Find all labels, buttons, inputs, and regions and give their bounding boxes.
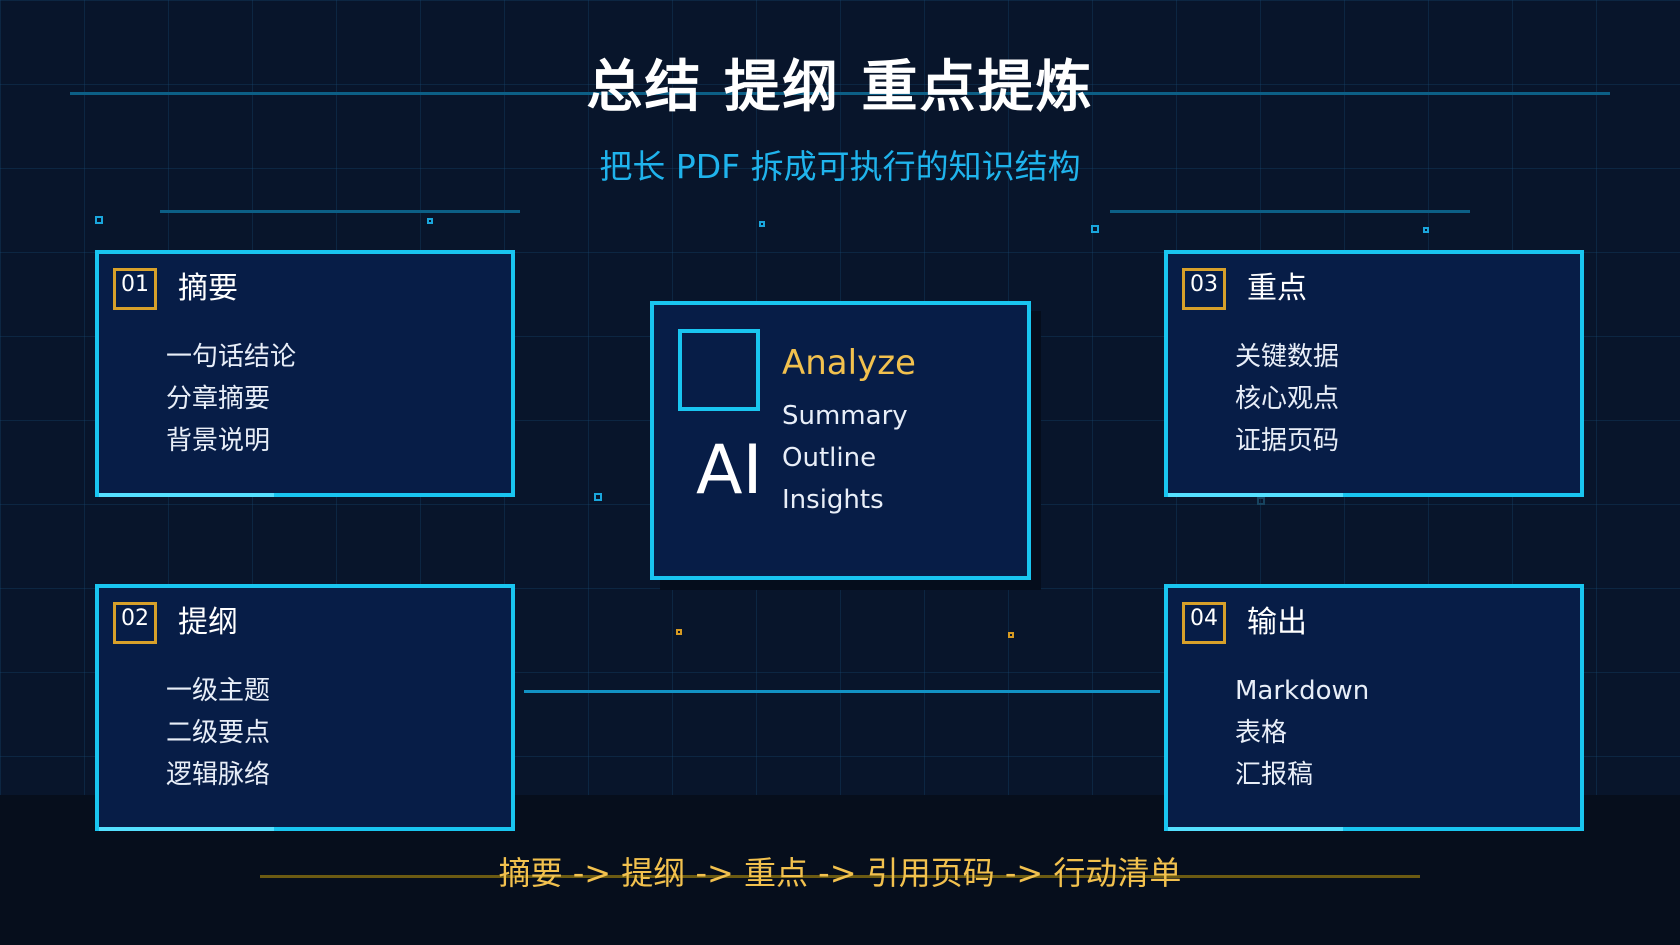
ai-analyze-card: AI Analyze Summary Outline Insights (650, 301, 1031, 580)
decor-dot (427, 218, 433, 224)
card-item-list: 一句话结论 分章摘要 背景说明 (166, 336, 296, 462)
decor-dot (676, 629, 682, 635)
card-key-points: 03 重点 关键数据 核心观点 证据页码 (1164, 250, 1584, 497)
workflow-caption: 摘要 -> 提纲 -> 重点 -> 引用页码 -> 行动清单 (498, 854, 1182, 892)
card-item-list: 关键数据 核心观点 证据页码 (1235, 336, 1339, 462)
decor-dot (1008, 632, 1014, 638)
ai-square-icon (678, 329, 760, 411)
list-item: 分章摘要 (166, 384, 271, 414)
list-item: 逻辑脉络 (166, 760, 271, 790)
analyze-heading: Analyze (782, 343, 916, 383)
ai-label: AI (696, 431, 763, 510)
card-title: 摘要 (178, 271, 238, 306)
decor-dot (1091, 225, 1099, 233)
card-number-badge: 02 (113, 602, 157, 644)
flow-rule (260, 875, 1420, 878)
list-item: 表格 (1235, 718, 1288, 748)
card-title: 输出 (1247, 605, 1307, 640)
title-rule (70, 92, 1610, 95)
card-accent-bar (1168, 493, 1343, 497)
card-outline: 02 提纲 一级主题 二级要点 逻辑脉络 (95, 584, 515, 831)
card-accent-bar (99, 493, 274, 497)
card-item-list: 一级主题 二级要点 逻辑脉络 (166, 670, 270, 796)
decor-dot (759, 221, 765, 227)
list-item: 一级主题 (166, 676, 271, 706)
card-title: 重点 (1247, 271, 1307, 306)
decor-dot (1423, 227, 1429, 233)
decor-dot (594, 493, 602, 501)
list-item: Outline (782, 443, 877, 473)
list-item: 汇报稿 (1235, 760, 1314, 790)
list-item: Summary (782, 401, 908, 431)
card-accent-bar (99, 827, 274, 831)
analyze-item-list: Summary Outline Insights (782, 395, 908, 521)
list-item: 背景说明 (166, 426, 271, 456)
middle-connector-rule (524, 690, 1160, 693)
list-item: 关键数据 (1235, 342, 1340, 372)
left-top-rule (160, 210, 520, 213)
page-subtitle: 把长 PDF 拆成可执行的知识结构 (599, 147, 1081, 186)
list-item: 一句话结论 (166, 342, 297, 372)
decor-dot (95, 216, 103, 224)
card-item-list: Markdown 表格 汇报稿 (1235, 670, 1369, 796)
right-top-rule (1110, 210, 1470, 213)
card-number-badge: 03 (1182, 268, 1226, 310)
card-title: 提纲 (178, 605, 238, 640)
list-item: 证据页码 (1235, 426, 1340, 456)
page-title: 总结 提纲 重点提炼 (586, 55, 1094, 120)
list-item: 核心观点 (1235, 384, 1340, 414)
list-item: Markdown (1235, 676, 1370, 706)
card-number-badge: 01 (113, 268, 157, 310)
card-number-badge: 04 (1182, 602, 1226, 644)
list-item: 二级要点 (166, 718, 271, 748)
card-accent-bar (1168, 827, 1343, 831)
card-output: 04 输出 Markdown 表格 汇报稿 (1164, 584, 1584, 831)
decor-dot (1257, 497, 1265, 505)
list-item: Insights (782, 485, 884, 515)
card-summary: 01 摘要 一句话结论 分章摘要 背景说明 (95, 250, 515, 497)
